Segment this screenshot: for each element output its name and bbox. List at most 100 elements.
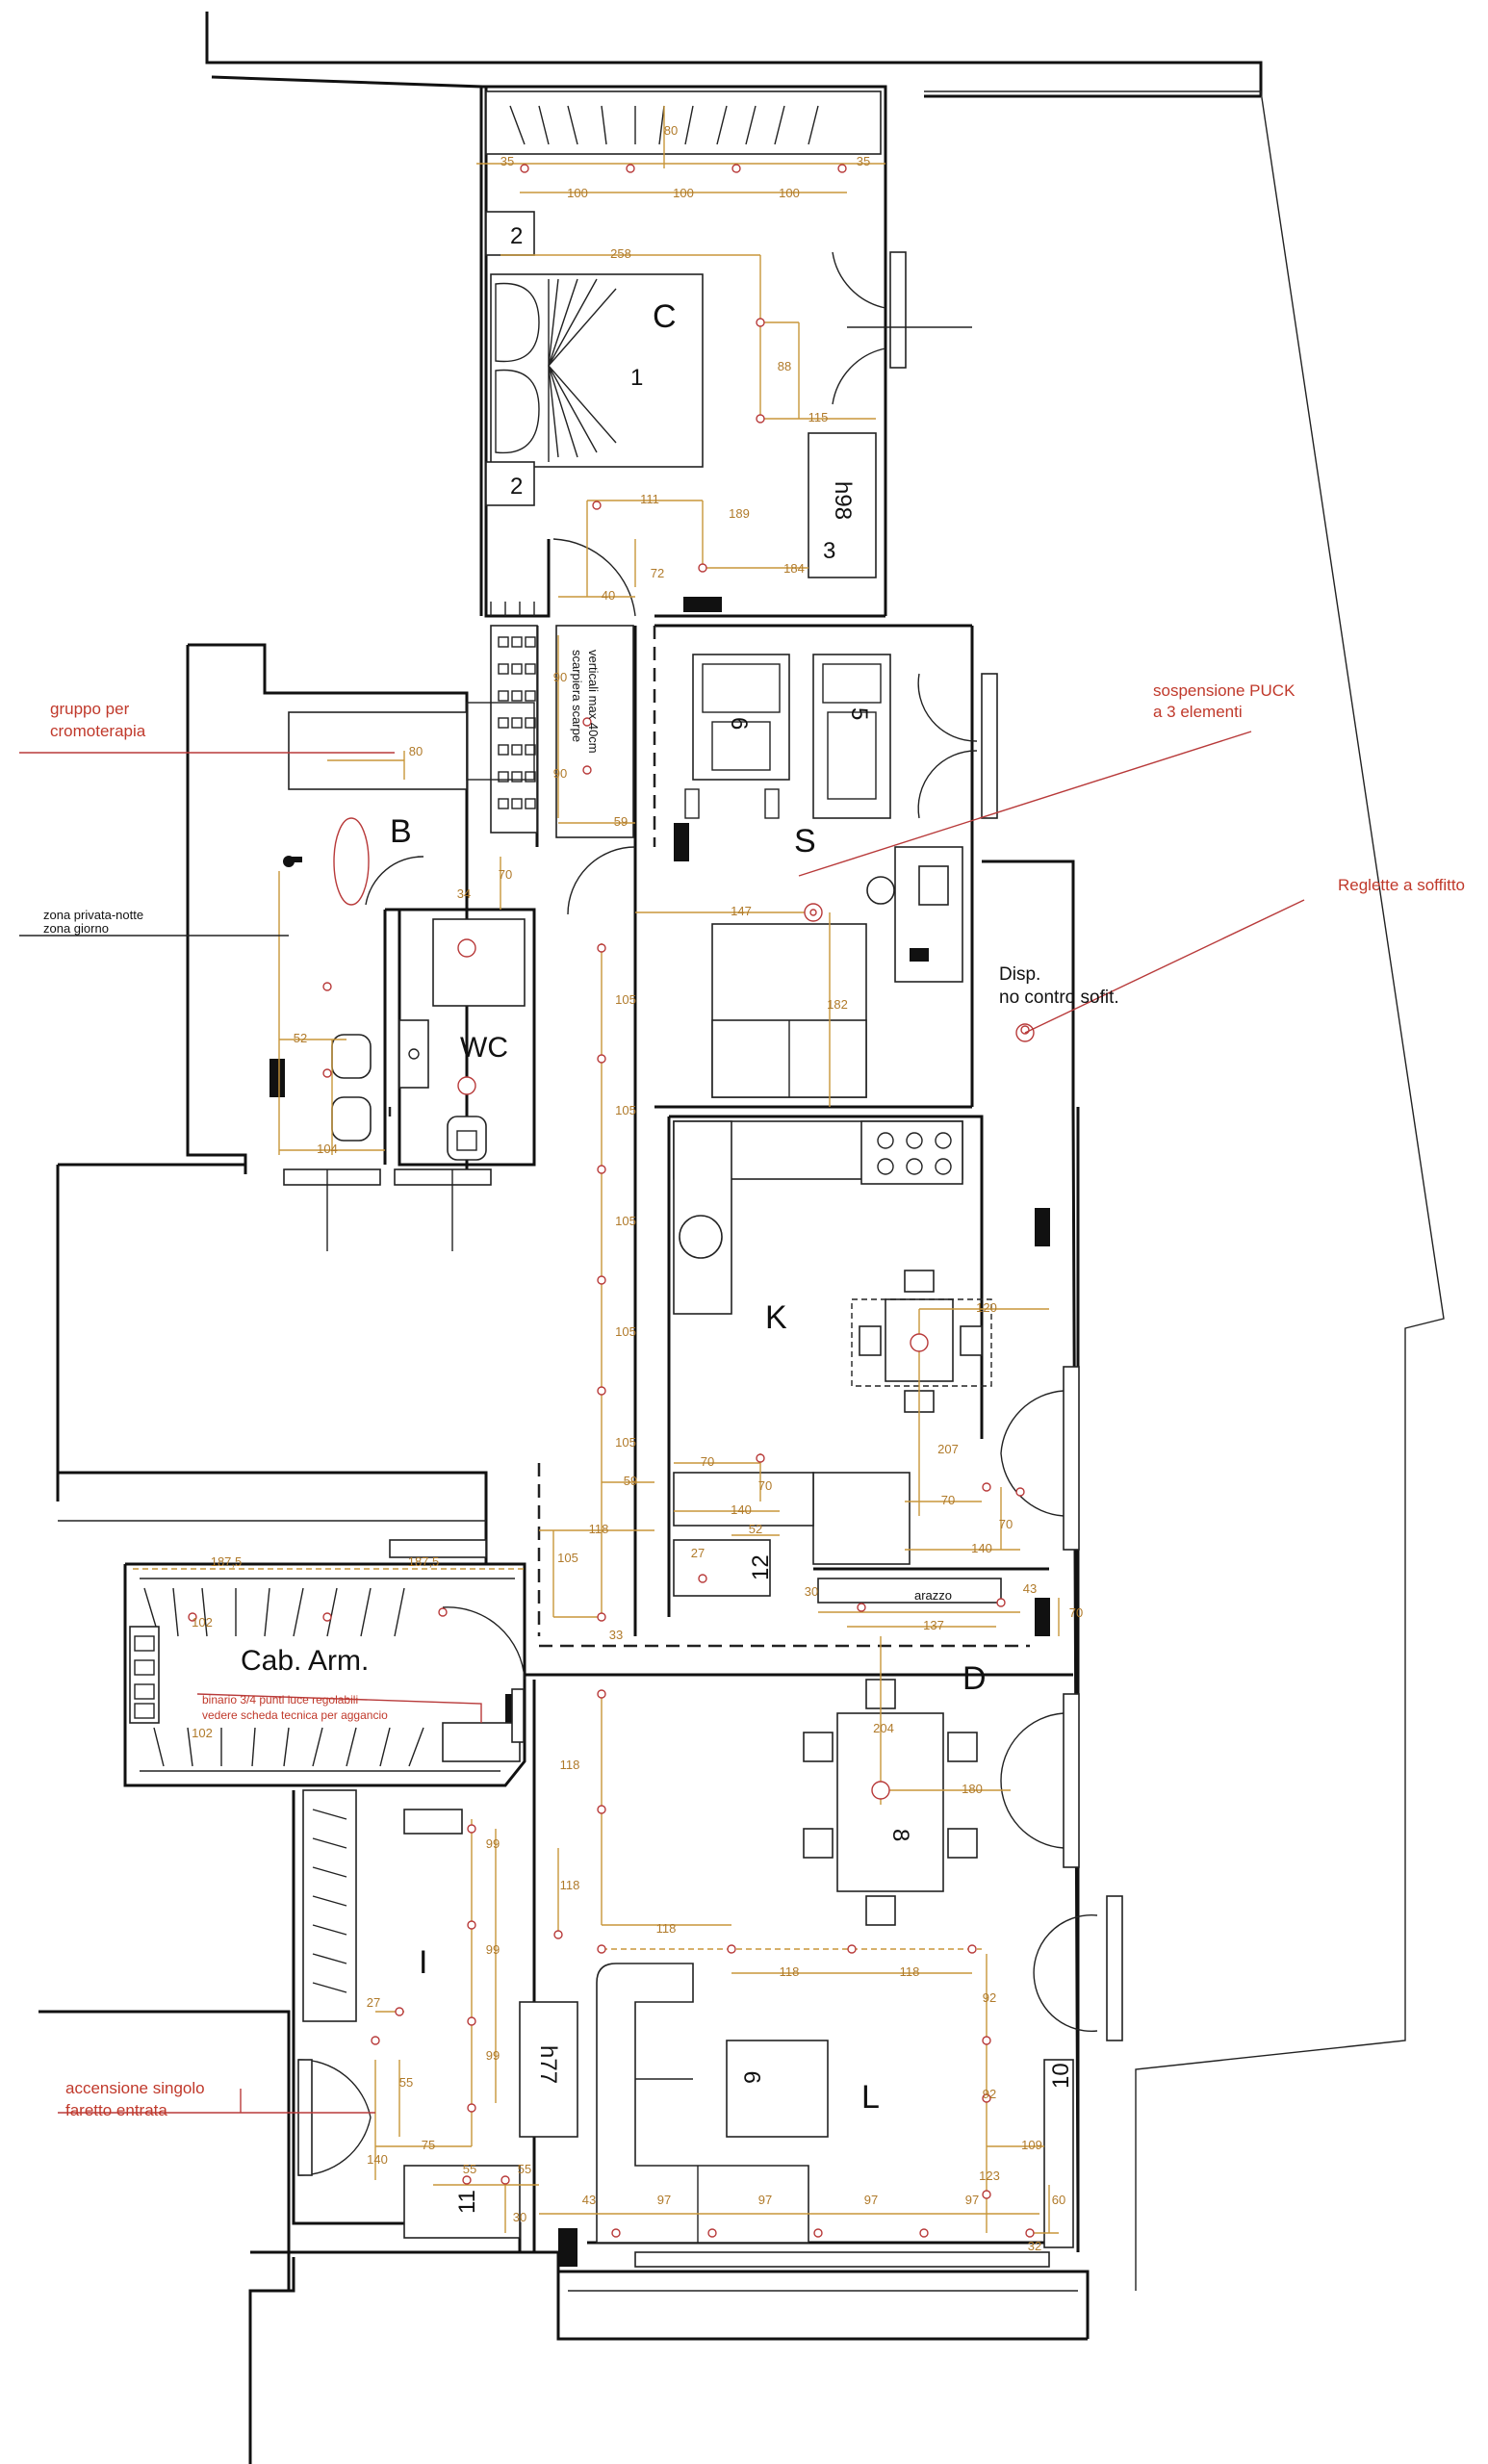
dim-label: 105 (615, 1324, 636, 1339)
dim-label: 100 (779, 186, 800, 200)
puck-note: a 3 elementi (1153, 703, 1243, 721)
dim-label: 140 (367, 2152, 388, 2167)
dim-label: 204 (873, 1721, 894, 1735)
dim-label: 111 (640, 492, 659, 506)
dim-label: 27 (367, 1995, 380, 2010)
scarpiera-note: verticali max 40cm (586, 650, 601, 754)
binario-note: vedere scheda tecnica per aggancio (202, 1708, 388, 1722)
dim-label: 102 (192, 1726, 213, 1740)
dim-label: 35 (857, 154, 870, 168)
dim-label: 118 (656, 1921, 677, 1936)
dim-label: 55 (399, 2075, 413, 2090)
dim-label: 88 (778, 359, 791, 373)
dim-label: 137 (923, 1618, 944, 1632)
dim-label: 105 (615, 1214, 636, 1228)
dim-label: 59 (624, 1474, 637, 1488)
dim-label: 80 (409, 744, 423, 758)
dim-label: 59 (614, 814, 628, 829)
zona-note: zona privata-notte (43, 908, 143, 922)
arazzo-label: arazzo (914, 1588, 952, 1603)
dim-label: 55 (463, 2162, 476, 2176)
furniture-numbers: 1 2 2 3 5 6 8 9 10 11 12 h98 h77 (454, 223, 1074, 2214)
dim-label: 100 (567, 186, 588, 200)
cromoterapia-note: cromoterapia (50, 722, 146, 740)
binario-note: binario 3/4 punti luce regolabili (202, 1693, 358, 1707)
dim-label: 118 (589, 1522, 609, 1536)
dim-label: 180 (962, 1782, 983, 1796)
dim-label: 30 (805, 1584, 818, 1599)
dim-label: 90 (553, 766, 567, 781)
dim-label: 60 (1052, 2193, 1065, 2207)
scarpiera-note: scarpiera scarpe (570, 650, 584, 742)
furniture-number: 12 (748, 1554, 774, 1580)
dim-label: 97 (965, 2193, 979, 2207)
dim-label: 97 (657, 2193, 671, 2207)
furniture-number: 2 (510, 474, 523, 500)
doors-windows (269, 251, 1123, 2267)
dim-label: 123 (979, 2169, 1000, 2183)
dim-label: 92 (983, 1990, 996, 2005)
zona-note: zona giorno (43, 921, 109, 936)
furniture-number: 11 (454, 2190, 480, 2214)
disp-note: no contro sofit. (999, 988, 1119, 1008)
dim-label: 34 (457, 886, 471, 901)
dim-label: 140 (971, 1541, 992, 1555)
dim-label: 70 (758, 1478, 772, 1493)
dim-label: 33 (609, 1628, 623, 1642)
dim-label: 140 (731, 1502, 752, 1517)
furniture-number: 2 (510, 223, 523, 249)
dim-label: 105 (615, 1103, 636, 1117)
dim-label: 92 (983, 2087, 996, 2101)
dim-label: 43 (1023, 1581, 1037, 1596)
room-k-label: K (765, 1299, 787, 1336)
dim-label: 97 (864, 2193, 878, 2207)
dim-label: 184 (783, 561, 805, 576)
dim-label: 118 (780, 1964, 800, 1979)
dim-label: 109 (1021, 2138, 1042, 2152)
furniture-number: h98 (830, 481, 856, 520)
room-wc-label: WC (460, 1032, 508, 1064)
dim-label: 90 (553, 670, 567, 684)
furniture (129, 90, 1074, 2268)
accensione-note: accensione singolo (65, 2079, 205, 2097)
dim-label: 70 (1069, 1605, 1083, 1620)
dim-label: 207 (937, 1442, 959, 1456)
dim-label: 27 (691, 1546, 705, 1560)
furniture-number: 1 (630, 365, 643, 391)
furniture-number: 10 (1048, 2063, 1074, 2089)
room-l-label: L (861, 2079, 880, 2116)
room-b-label: B (390, 813, 412, 850)
dim-label: 102 (192, 1615, 213, 1630)
reglette-note: Reglette a soffitto (1338, 876, 1465, 894)
dim-label: 80 (664, 123, 678, 138)
dim-label: 105 (557, 1551, 578, 1565)
lamps (188, 164, 1035, 2238)
room-labels: C B S WC K D L I Cab. Arm. (241, 298, 987, 2116)
dim-label: 115 (808, 410, 829, 424)
dim-label: 70 (499, 867, 512, 882)
dim-label: 189 (729, 506, 750, 521)
room-c-label: C (653, 298, 677, 335)
dim-label: 147 (731, 904, 752, 918)
dim-label: 40 (602, 588, 615, 603)
dim-label: 105 (615, 1435, 636, 1450)
dim-label: 120 (976, 1300, 997, 1315)
room-i-label: I (419, 1944, 427, 1981)
room-d-label: D (962, 1660, 987, 1697)
dim-label: 32 (1028, 2239, 1041, 2253)
dim-label: 118 (560, 1878, 580, 1892)
dimension-labels: 80 35 35 100 100 100 258 88 115 111 189 … (192, 123, 1083, 2253)
dim-label: 70 (941, 1493, 955, 1507)
dim-label: 182 (827, 997, 848, 1012)
room-cab-label: Cab. Arm. (241, 1645, 369, 1677)
dim-label: 99 (486, 1942, 500, 1957)
dim-label: 30 (513, 2210, 526, 2224)
dim-label: 52 (749, 1522, 762, 1536)
dim-label: 70 (701, 1454, 714, 1469)
dim-label: 118 (560, 1758, 580, 1772)
dim-label: 104 (317, 1142, 338, 1156)
furniture-number: 9 (740, 2071, 766, 2084)
furniture-number: 3 (823, 538, 835, 564)
puck-note: sospensione PUCK (1153, 681, 1296, 700)
disp-note: Disp. (999, 964, 1040, 985)
